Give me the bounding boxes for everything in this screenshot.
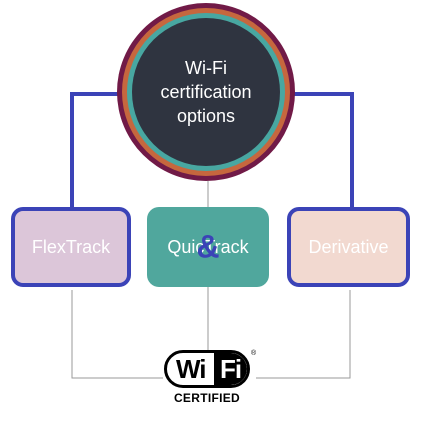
flextrack-label: FlexTrack: [31, 236, 111, 257]
derivative-label: Derivative: [308, 236, 389, 257]
logo-certified-text: CERTIFIED: [173, 391, 241, 405]
quicktrack-label: QuicTrack: [167, 237, 248, 258]
option-quicktrack: QuicTrack &: [147, 207, 269, 287]
hub-label: Wi-Fi certification options: [160, 58, 252, 126]
quicktrack-label-start: Quic: [167, 236, 205, 257]
wifi-logo-badge: Wi Fi: [164, 350, 250, 388]
connector-derivative-to-logo: [256, 290, 351, 379]
connector-flextrack-to-logo: [71, 290, 164, 379]
connector-hub-to-flextrack: [70, 92, 134, 208]
option-derivative: Derivative: [287, 207, 410, 287]
connector-hub-to-derivative: [278, 92, 354, 208]
registered-mark: ®: [251, 350, 257, 357]
option-flextrack: FlexTrack: [11, 207, 131, 287]
hub-circle: Wi-Fi certification options: [132, 18, 280, 166]
wifi-certified-logo: Wi Fi ® CERTIFIED: [163, 350, 257, 408]
quicktrack-label-end: Track: [204, 236, 249, 257]
logo-fi-text: Fi: [214, 353, 247, 385]
logo-wi-text: Wi: [176, 353, 207, 384]
ampersand-mark: &: [196, 228, 220, 265]
